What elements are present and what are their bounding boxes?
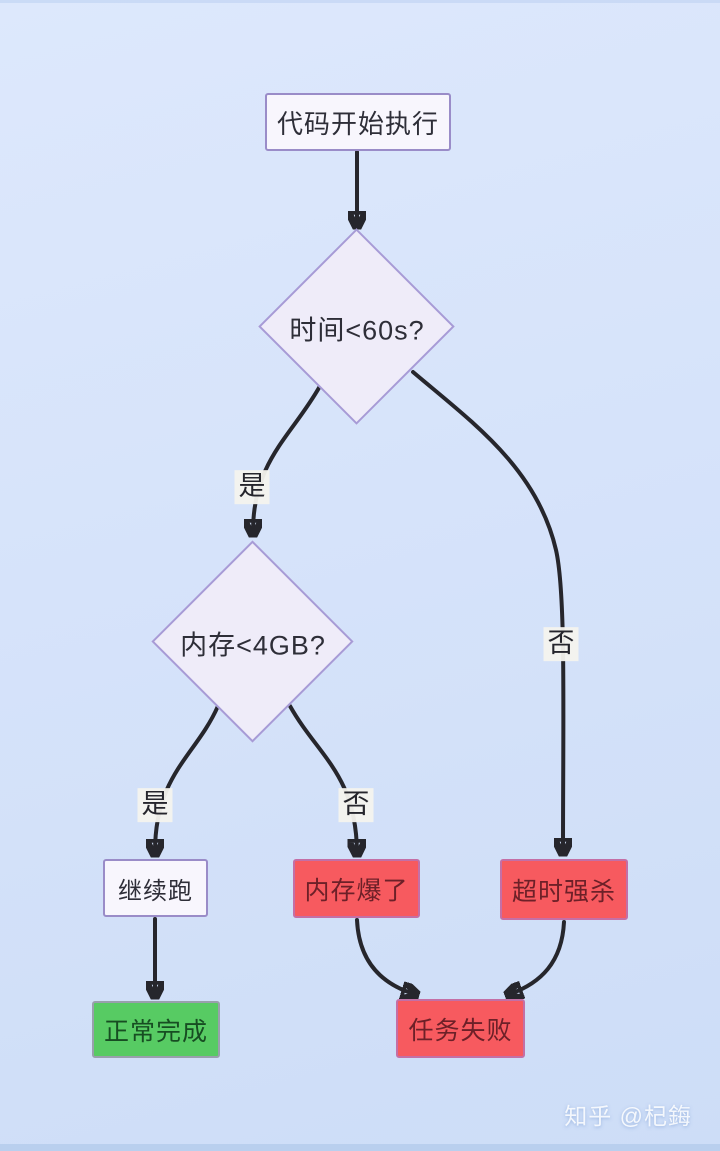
edge-label-time-no: 否 xyxy=(543,627,579,661)
node-start: 代码开始执行 xyxy=(265,93,451,151)
edge-timeout-kill-to-failed xyxy=(510,920,566,994)
edge-time-yes-to-memory xyxy=(253,384,322,532)
edge-memory-no-to-memory-blown xyxy=(288,704,357,852)
node-task-failed: 任务失败 xyxy=(396,999,525,1058)
decision-memory-label: 内存<4GB? xyxy=(180,630,326,661)
node-normal-complete: 正常完成 xyxy=(92,1001,220,1058)
node-memory-blown: 内存爆了 xyxy=(293,859,420,918)
edge-label-memory-no: 否 xyxy=(338,788,374,822)
decision-time-label: 时间<60s? xyxy=(289,315,425,346)
zhihu-watermark: 知乎 @杞鋂 xyxy=(564,1103,692,1129)
node-keep-running: 继续跑 xyxy=(103,859,208,917)
edge-label-time-yes: 是 xyxy=(234,470,270,504)
node-timeout-kill: 超时强杀 xyxy=(500,859,628,920)
bottom-edge-strip xyxy=(0,1144,720,1151)
top-edge-strip xyxy=(0,0,720,3)
edge-label-memory-yes: 是 xyxy=(137,788,173,822)
edge-memory-yes-to-keep-running xyxy=(155,704,220,852)
edge-time-no-to-timeout-kill xyxy=(411,370,563,851)
edge-memory-blown-to-failed xyxy=(355,918,414,994)
